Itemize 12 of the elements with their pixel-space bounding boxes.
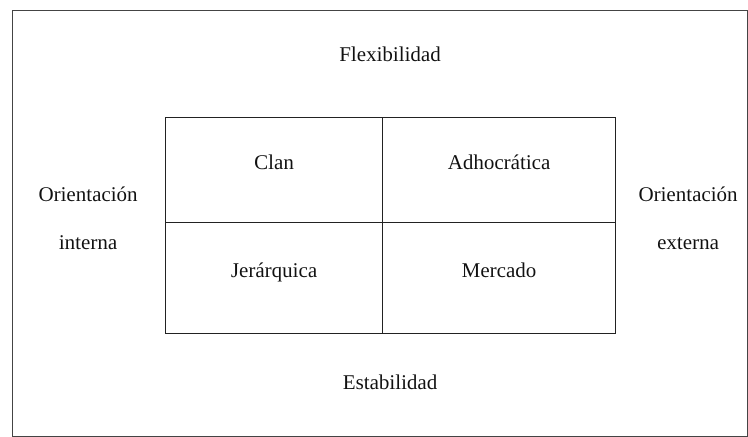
- matrix-quadrant: [382, 117, 616, 223]
- quadrant-label: Mercado: [462, 258, 536, 282]
- quadrant-label: Clan: [254, 150, 294, 174]
- quadrant-label: Adhocrática: [448, 150, 550, 174]
- matrix-quadrant: [382, 222, 616, 334]
- axis-label: Orientación interna: [37, 181, 139, 256]
- axis-label: Estabilidad: [342, 369, 438, 396]
- axis-label: Flexibilidad: [338, 41, 442, 68]
- matrix-quadrant: [165, 222, 383, 334]
- matrix-quadrant: [165, 117, 383, 223]
- axis-label: Orientación externa: [637, 181, 739, 256]
- quadrant-label: Jerárquica: [230, 258, 318, 282]
